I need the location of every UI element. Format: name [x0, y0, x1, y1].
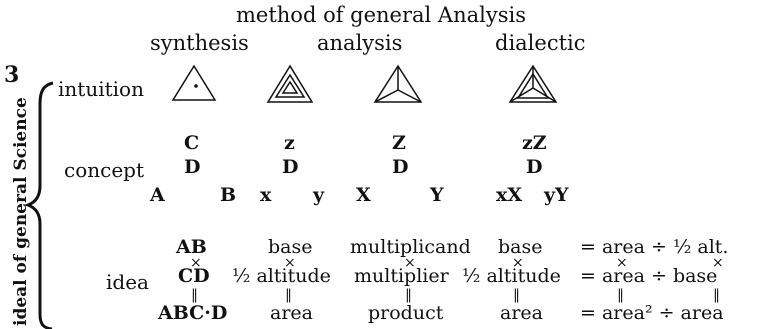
- concept-analysis-top: z: [284, 132, 295, 154]
- idea-c2-line1: base: [268, 236, 313, 258]
- triangle-dialectic-combined-icon: [508, 64, 558, 103]
- concept-synthesis-mid: D: [184, 156, 201, 178]
- idea-c3-parallel: ‖: [405, 287, 412, 303]
- triangle-dialectic-icon: [373, 64, 423, 103]
- idea-c2-line3: area: [270, 302, 313, 324]
- concept-synthesis-left: A: [150, 184, 165, 206]
- row-label-concept: concept: [64, 158, 144, 182]
- idea-c1-line1: AB: [176, 236, 207, 258]
- idea-c5-parallel-a: ‖: [617, 287, 624, 303]
- column-header-synthesis: synthesis: [150, 31, 249, 55]
- concept-analysis-mid: D: [282, 156, 299, 178]
- idea-c5-times-a: ×: [616, 255, 628, 271]
- column-header-dialectic: dialectic: [495, 31, 586, 55]
- idea-c2-parallel: ‖: [285, 287, 292, 303]
- idea-c5-times-b: ×: [712, 255, 724, 271]
- idea-c4-times: ×: [512, 255, 524, 271]
- concept-synthesis-right: B: [220, 184, 237, 206]
- concept-dialectic2-right: yY: [544, 184, 569, 206]
- idea-c4-line2: ½ altitude: [462, 265, 561, 287]
- triangle-synthesis-icon: [171, 64, 217, 101]
- idea-c5-line2: = area ÷ base: [580, 265, 718, 287]
- idea-c1-parallel: ‖: [191, 287, 198, 303]
- row-label-intuition: intuition: [58, 77, 144, 101]
- idea-c3-line3: product: [368, 302, 444, 324]
- side-number: 3: [4, 62, 20, 88]
- concept-dialectic1-mid: D: [392, 156, 409, 178]
- concept-synthesis-top: C: [184, 132, 200, 154]
- idea-c2-line2: ½ altitude: [232, 265, 331, 287]
- concept-dialectic1-right: Y: [430, 184, 444, 206]
- idea-c4-line1: base: [498, 236, 543, 258]
- idea-c3-line1: multiplicand: [350, 236, 471, 258]
- concept-analysis-right: y: [313, 184, 325, 206]
- column-header-analysis: analysis: [317, 31, 403, 55]
- idea-c5-parallel-b: ‖: [713, 287, 720, 303]
- idea-c3-times: ×: [404, 255, 416, 271]
- concept-dialectic2-left: xX: [496, 184, 523, 206]
- idea-c1-line3: ABC·D: [158, 302, 228, 324]
- idea-c5-line3: = area² ÷ area: [580, 302, 724, 324]
- concept-analysis-left: x: [260, 184, 272, 206]
- concept-dialectic2-mid: D: [526, 156, 543, 178]
- idea-c1-times: ×: [190, 255, 202, 271]
- diagram-title: method of general Analysis: [236, 3, 526, 27]
- idea-c3-line2: multiplier: [354, 265, 449, 287]
- row-label-idea: idea: [106, 270, 149, 294]
- idea-c4-parallel: ‖: [513, 287, 520, 303]
- concept-dialectic1-left: X: [356, 184, 371, 206]
- concept-dialectic1-top: Z: [392, 132, 406, 154]
- idea-c1-line2: CD: [178, 265, 210, 287]
- idea-c4-line3: area: [500, 302, 543, 324]
- idea-c2-times: ×: [284, 255, 296, 271]
- idea-c5-line1: = area ÷ ½ alt.: [580, 236, 729, 258]
- left-brace: [23, 81, 54, 329]
- concept-dialectic2-top: zZ: [522, 132, 547, 154]
- triangle-analysis-icon: [266, 64, 314, 103]
